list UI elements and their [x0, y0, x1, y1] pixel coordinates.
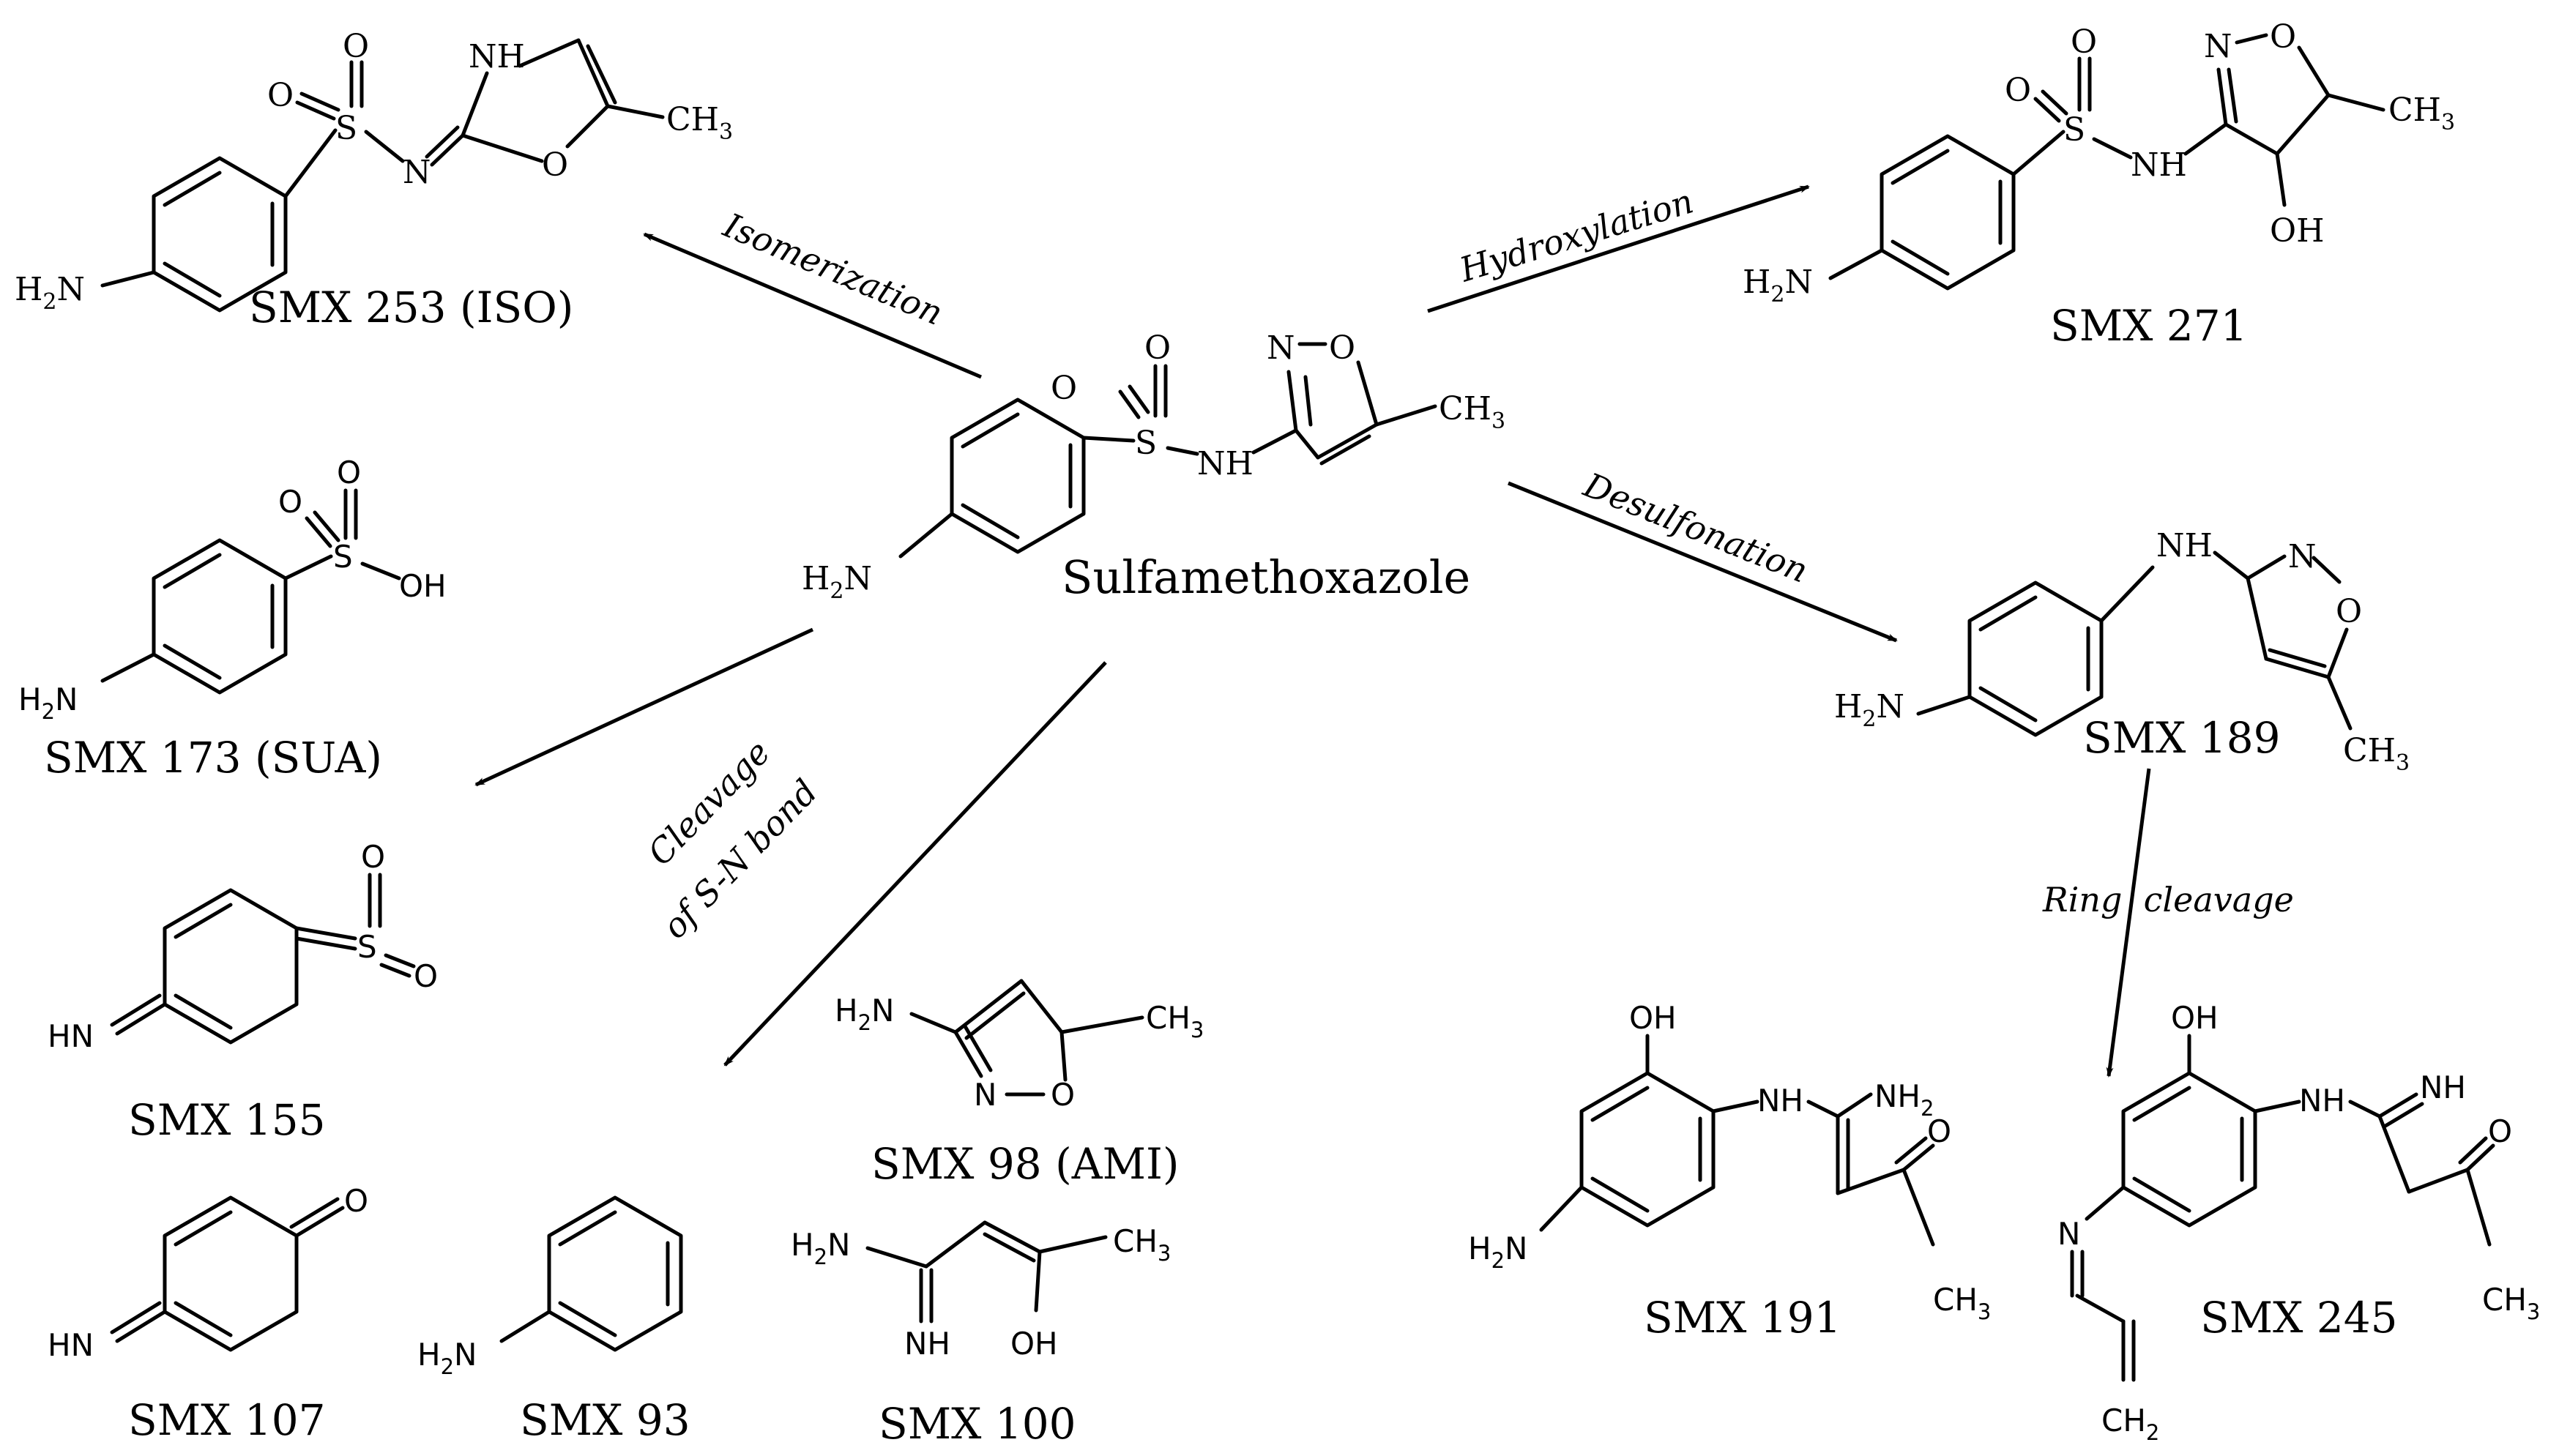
- nitrogen-atom: N: [2057, 1216, 2080, 1252]
- smx155-structure: S O O HN SMX 155: [48, 839, 438, 1145]
- desulfonation-arrow: [1508, 481, 1898, 643]
- oxygen-atom: O: [343, 28, 369, 65]
- reaction-arrows: [474, 184, 2151, 1078]
- nh-group: NH: [469, 38, 525, 75]
- hydroxylation-arrow: [1427, 184, 1810, 313]
- sua-arrow: [474, 627, 814, 787]
- nh-group: NH: [2156, 527, 2213, 564]
- oxygen-atom: O: [337, 455, 361, 490]
- sulfur-atom: S: [357, 929, 377, 965]
- amino-group-label: H2N: [417, 1337, 477, 1379]
- smx98-structure: H2N CH3 N O SMX 98 (AMI): [835, 979, 1204, 1189]
- oxygen-atom: O: [1927, 1113, 1951, 1149]
- smx93-structure: H2N SMX 93: [417, 1195, 690, 1445]
- amine-group-label: NH2: [1874, 1078, 1934, 1121]
- amino-group-label: H2N: [1468, 1231, 1527, 1273]
- smx98-label: SMX 98 (AMI): [871, 1139, 1180, 1189]
- oxygen-atom: O: [2071, 23, 2097, 61]
- oxygen-atom: O: [2336, 593, 2362, 630]
- imine-group: HN: [48, 1018, 94, 1054]
- smx245-structure: OH N CH2 NH NH O CH3 SMX 245: [2057, 1000, 2540, 1445]
- hydroxyl-group: OH: [1629, 1000, 1677, 1036]
- nitrogen-atom: N: [2204, 28, 2232, 65]
- methyl-label: CH3: [1113, 1223, 1171, 1266]
- smx191-structure: OH H2N NH NH2 O CH3 SMX 191: [1468, 1000, 1991, 1343]
- methyl-label: CH3: [1933, 1282, 1991, 1324]
- smx253-label: SMX 253 (ISO): [249, 283, 573, 332]
- amino-group-label: H2N: [1743, 264, 1813, 307]
- imine-group: HN: [48, 1327, 94, 1363]
- sulfamethoxazole-label: Sulfamethoxazole: [1062, 550, 1470, 604]
- sulfur-atom: S: [333, 539, 353, 575]
- amino-group-label: H2N: [1834, 688, 1904, 732]
- smx93-label: SMX 93: [520, 1395, 690, 1445]
- oxygen-atom: O: [278, 484, 302, 520]
- smx189-label: SMX 189: [2083, 713, 2281, 763]
- nh-group: NH: [1197, 445, 1254, 482]
- cleavage-arrow: [723, 661, 1107, 1067]
- methyl-label: CH3: [1439, 390, 1505, 434]
- nh-group: NH: [2131, 146, 2187, 184]
- smx189-structure: H2N NH N O CH3 SMX 189: [1834, 527, 2410, 776]
- oxygen-atom: O: [361, 839, 385, 875]
- smx173-label: SMX 173 (SUA): [44, 733, 382, 783]
- ring-cleavage-label: Ring cleavage: [2042, 880, 2294, 919]
- smx245-label: SMX 245: [2200, 1293, 2398, 1343]
- nitrogen-atom: N: [403, 154, 431, 191]
- methyl-label: CH3: [666, 101, 733, 145]
- smx271-structure: H2N S O O NH N O OH CH3 SMX 271: [1743, 18, 2455, 351]
- ring-cleavage-arrow: [2106, 768, 2151, 1078]
- oxygen-atom: O: [1051, 370, 1077, 407]
- amino-group-label: H2N: [835, 993, 894, 1035]
- oxygen-atom: O: [267, 77, 294, 114]
- oxygen-atom: O: [2270, 18, 2296, 56]
- isomerization-arrow: [643, 232, 982, 379]
- nh-group: NH: [904, 1326, 950, 1362]
- sulfamethoxazole-structure: H2N S O O NH N O CH3 Sulfamethoxazole: [802, 329, 1505, 604]
- smx253-structure: H2N S O O N NH O CH3 SMX 253 (ISO): [15, 28, 733, 332]
- smx155-label: SMX 155: [128, 1095, 326, 1145]
- smx107-label: SMX 107: [128, 1395, 326, 1445]
- smx191-label: SMX 191: [1644, 1293, 1841, 1343]
- smx100-label: SMX 100: [879, 1399, 1076, 1449]
- smx107-structure: O HN SMX 107: [48, 1183, 368, 1445]
- oxygen-atom: O: [1144, 329, 1171, 367]
- methyl-label: CH3: [2388, 92, 2455, 135]
- sulfur-atom: S: [2063, 111, 2085, 149]
- methylene-label: CH2: [2101, 1403, 2159, 1445]
- methyl-label: CH3: [2482, 1282, 2540, 1324]
- nitrogen-atom: N: [974, 1077, 997, 1113]
- hydroxyl-group: OH: [2270, 212, 2324, 250]
- hydroxyl-group: OH: [399, 568, 447, 604]
- methyl-label: CH3: [2343, 732, 2410, 776]
- hydroxyl-group: OH: [1010, 1326, 1058, 1362]
- methyl-label: CH3: [1146, 1000, 1204, 1042]
- nitrogen-atom: N: [1267, 329, 1295, 367]
- smx271-label: SMX 271: [2050, 301, 2248, 351]
- amino-group-label: H2N: [802, 560, 872, 604]
- oxygen-atom: O: [344, 1183, 368, 1219]
- amino-group-label: H2N: [18, 682, 78, 724]
- oxygen-atom: O: [2005, 72, 2031, 109]
- imine-nh-group: NH: [2420, 1069, 2466, 1105]
- amino-group-label: H2N: [15, 271, 85, 315]
- hydroxyl-group: OH: [2171, 1000, 2219, 1036]
- sulfur-atom: S: [335, 110, 357, 147]
- nh-group: NH: [1757, 1083, 1803, 1119]
- nitrogen-atom: N: [2288, 538, 2317, 575]
- oxygen-atom: O: [414, 958, 438, 994]
- smx100-structure: H2N CH3 NH OH SMX 100: [791, 1220, 1171, 1449]
- oxygen-atom: O: [1051, 1077, 1075, 1113]
- oxygen-atom: O: [1329, 329, 1355, 367]
- amino-group-label: H2N: [791, 1227, 850, 1269]
- nh-group: NH: [2299, 1083, 2345, 1119]
- sulfur-atom: S: [1135, 425, 1157, 462]
- smx173-structure: H2N S O O OH SMX 173 (SUA): [18, 455, 447, 783]
- oxygen-atom: O: [542, 146, 568, 184]
- oxygen-atom: O: [2488, 1113, 2512, 1149]
